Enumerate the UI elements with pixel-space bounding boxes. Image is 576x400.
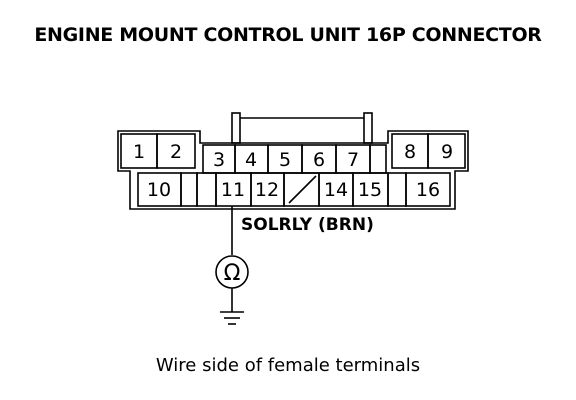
lock-post-right	[363, 112, 373, 144]
wire-label: SOLRLY (BRN)	[241, 215, 374, 235]
diagram-caption: Wire side of female terminals	[155, 355, 421, 376]
blank-bottom-1	[180, 172, 198, 207]
ohm-icon: Ω	[224, 261, 241, 286]
connector-housing	[117, 130, 469, 210]
lock-post-left	[231, 112, 241, 144]
blank-bottom-3	[387, 172, 407, 207]
terminal-label: 11	[221, 179, 245, 201]
terminal-label: 9	[441, 141, 453, 163]
terminal-13-slash	[288, 175, 317, 204]
terminal-label: 15	[358, 179, 382, 201]
diagram-title: ENGINE MOUNT CONTROL UNIT 16P CONNECTOR	[34, 24, 542, 46]
terminal-label: 3	[213, 149, 225, 171]
terminal-label: 16	[416, 179, 440, 201]
terminal-label: 8	[404, 141, 416, 163]
terminal-label: 7	[347, 149, 359, 171]
terminal-2	[156, 133, 196, 169]
terminal-label: 4	[245, 149, 257, 171]
terminal-16	[405, 172, 451, 207]
terminal-label: 1	[133, 141, 145, 163]
terminal-9	[427, 133, 466, 169]
terminal-label: 12	[255, 179, 279, 201]
terminal-label: 10	[147, 179, 171, 201]
terminal-label: 6	[313, 149, 325, 171]
blank-top	[369, 144, 387, 174]
terminal-label: 5	[279, 149, 291, 171]
terminal-label: 14	[324, 179, 348, 201]
terminal-label: 2	[170, 141, 182, 163]
blank-bottom-2	[196, 172, 217, 207]
